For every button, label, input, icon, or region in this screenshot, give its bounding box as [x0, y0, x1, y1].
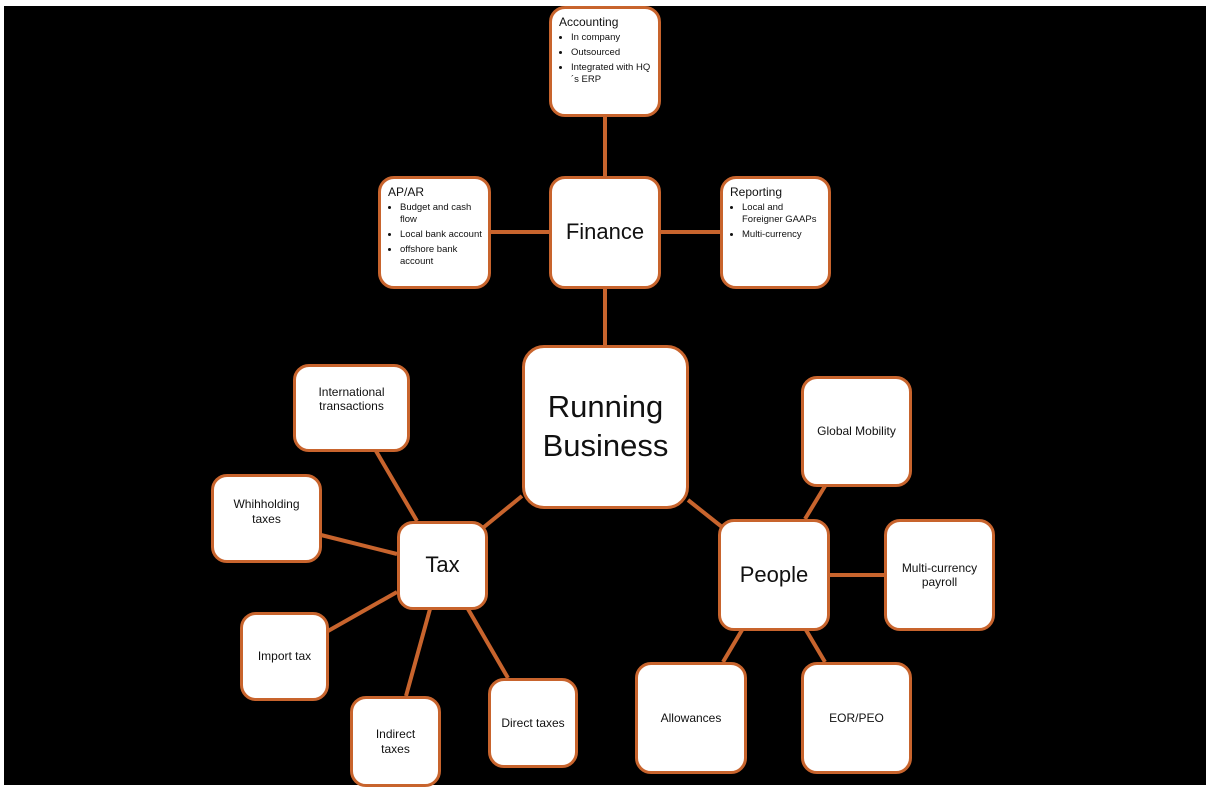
node-apar-title: AP/AR	[388, 185, 425, 199]
node-multi-currency-payroll-label: Multi-currency payroll	[901, 560, 978, 589]
node-global-mobility: Global Mobility	[801, 376, 912, 487]
node-running-business-label: Running Business	[542, 389, 669, 463]
node-reporting-title: Reporting	[730, 185, 783, 199]
node-import-tax-label: Import tax	[257, 649, 312, 664]
reporting-item: Multi-currency	[742, 229, 822, 241]
node-finance-label: Finance	[565, 219, 645, 245]
node-import-tax: Import tax	[240, 612, 329, 701]
link-tax-withholding	[320, 533, 398, 556]
accounting-item: Outsourced	[571, 47, 652, 59]
accounting-item: In company	[571, 32, 652, 44]
node-multi-currency-payroll: Multi-currency payroll	[884, 519, 995, 631]
node-apar: AP/AR Budget and cash flow Local bank ac…	[378, 176, 491, 289]
node-global-mobility-label: Global Mobility	[817, 424, 896, 439]
node-people-label: People	[739, 561, 809, 587]
accounting-item: Integrated with HQ´s ERP	[571, 62, 652, 86]
node-direct-taxes: Direct taxes	[488, 678, 578, 768]
node-eor-peo-label: EOR/PEO	[829, 710, 884, 725]
link-root-tax	[482, 494, 524, 529]
node-indirect-taxes: Indirect taxes	[350, 696, 441, 787]
node-accounting: Accounting In company Outsourced Integra…	[549, 6, 661, 117]
link-root-people	[686, 498, 724, 529]
node-running-business: Running Business	[522, 345, 689, 509]
apar-item: offshore bank account	[400, 244, 482, 268]
node-allowances-label: Allowances	[660, 710, 722, 725]
node-indirect-taxes-label: Indirect taxes	[375, 727, 416, 756]
node-finance: Finance	[549, 176, 661, 289]
link-people-allowances	[721, 628, 744, 664]
link-people-mobility	[803, 484, 827, 521]
node-tax: Tax	[397, 521, 488, 610]
link-tax-direct	[466, 607, 510, 680]
node-international-transactions-label: International transactions	[318, 384, 385, 413]
link-tax-import	[327, 590, 398, 633]
node-tax-label: Tax	[425, 552, 460, 578]
apar-item: Local bank account	[400, 229, 482, 241]
node-accounting-title: Accounting	[559, 15, 619, 29]
node-allowances: Allowances	[635, 662, 747, 774]
node-withholding-taxes-label: Whihholding taxes	[233, 497, 300, 526]
link-tax-international	[374, 449, 419, 523]
node-withholding-taxes: Whihholding taxes	[211, 474, 322, 563]
link-people-eor	[804, 628, 827, 664]
link-tax-indirect	[404, 608, 432, 697]
node-people: People	[718, 519, 830, 631]
node-international-transactions: International transactions	[293, 364, 410, 452]
node-direct-taxes-label: Direct taxes	[501, 715, 565, 730]
apar-item: Budget and cash flow	[400, 202, 482, 226]
reporting-item: Local and Foreigner GAAPs	[742, 202, 822, 226]
node-eor-peo: EOR/PEO	[801, 662, 912, 774]
node-reporting: Reporting Local and Foreigner GAAPs Mult…	[720, 176, 831, 289]
